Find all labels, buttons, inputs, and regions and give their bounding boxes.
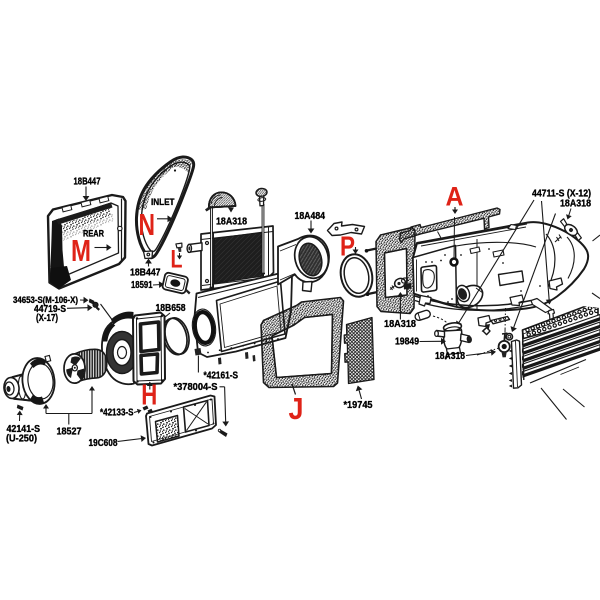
svg-text:N: N [139,207,156,242]
svg-text:*378004-S: *378004-S [174,382,218,393]
svg-text:REAR: REAR [83,229,104,239]
svg-text:19849: 19849 [395,337,419,348]
svg-text:J: J [289,391,304,426]
svg-text:42141-S: 42141-S [7,424,41,435]
svg-text:18B447: 18B447 [74,176,101,187]
svg-text:18A484: 18A484 [295,211,326,222]
svg-text:INLET: INLET [151,197,175,207]
svg-text:18A318: 18A318 [435,351,465,362]
svg-text:*42133-S: *42133-S [100,408,134,419]
svg-text:M: M [71,233,91,268]
svg-text:18A318: 18A318 [560,199,591,210]
svg-text:*19745: *19745 [344,400,373,411]
svg-text:18B447: 18B447 [130,267,161,278]
svg-text:A: A [446,181,464,211]
svg-text:*42161-S: *42161-S [204,371,239,382]
svg-text:P: P [340,230,355,261]
svg-text:L: L [171,246,183,274]
svg-text:18591: 18591 [131,280,153,291]
svg-text:18527: 18527 [57,427,82,438]
svg-text:(X-17): (X-17) [36,313,58,324]
svg-text:18B658: 18B658 [156,303,186,314]
svg-text:44719-S: 44719-S [34,304,66,315]
svg-text:(U-250): (U-250) [6,434,37,445]
svg-text:44711-S (X-12): 44711-S (X-12) [532,189,591,200]
svg-text:H: H [141,379,157,411]
svg-text:34653-S(M-106-X): 34653-S(M-106-X) [13,295,78,305]
svg-text:18A318: 18A318 [216,217,247,228]
svg-text:19C608: 19C608 [89,438,118,449]
svg-text:18A318: 18A318 [384,319,416,330]
